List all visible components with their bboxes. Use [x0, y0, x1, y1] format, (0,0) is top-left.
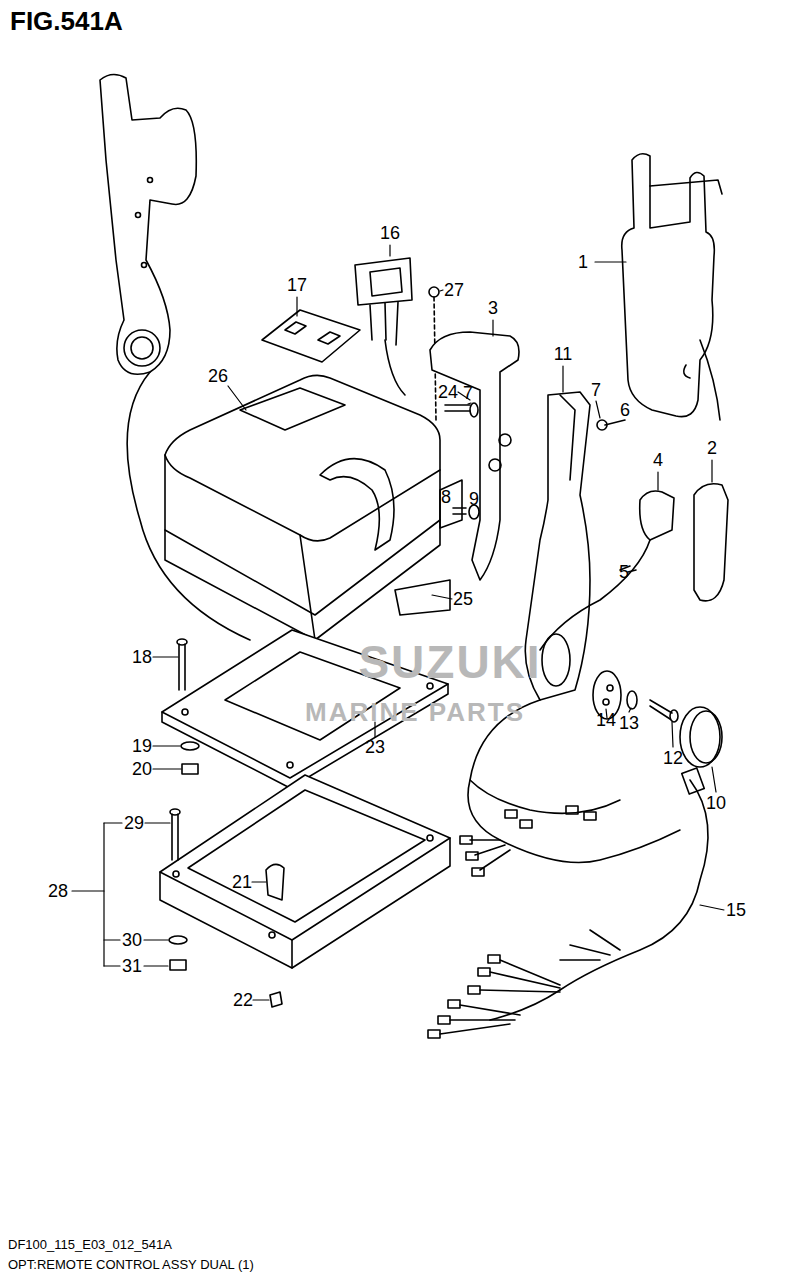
small-parts	[593, 671, 722, 767]
callout-number: 15	[724, 900, 748, 920]
drawing-code: DF100_115_E03_012_541A	[8, 1238, 172, 1251]
control-unit	[622, 154, 722, 420]
callout-number: 8	[439, 487, 453, 507]
callout-number: 13	[617, 713, 641, 733]
callout-number: 6	[618, 400, 632, 420]
callout-number: 22	[231, 990, 255, 1010]
watermark: SUZUKI	[358, 639, 541, 685]
callout-number: 1	[576, 252, 590, 272]
switch-cover	[540, 484, 728, 650]
callout-number: 10	[704, 793, 728, 813]
bracket	[430, 332, 519, 580]
callout-number: 21	[230, 872, 254, 892]
caption: OPT:REMOTE CONTROL ASSY DUAL (1)	[8, 1258, 254, 1271]
callout-number: 14	[594, 710, 618, 730]
callout-number: 12	[661, 748, 685, 768]
callout-number: 20	[130, 759, 154, 779]
callout-number: 26	[206, 366, 230, 386]
callout-number: 18	[130, 647, 154, 667]
callout-number: 9	[467, 489, 481, 509]
callout-number: 11	[552, 344, 575, 364]
callout-number: 7	[589, 380, 603, 400]
callout-number: 28	[46, 881, 70, 901]
leader-lines	[72, 245, 724, 1000]
callout-number: 30	[120, 930, 144, 950]
housing	[165, 375, 450, 640]
callout-number: 5	[617, 562, 631, 582]
bolts	[169, 639, 199, 970]
callout-number: 3	[486, 298, 500, 318]
wire-harness	[428, 700, 708, 1038]
callout-number: 23	[363, 737, 387, 757]
callout-number: 19	[130, 736, 154, 756]
callout-number: 7	[461, 383, 475, 403]
callout-number: 27	[442, 280, 466, 300]
callout-number: 31	[120, 956, 144, 976]
switch	[262, 258, 412, 395]
callout-number: 16	[378, 223, 402, 243]
fasteners	[440, 403, 479, 528]
callout-number: 29	[122, 813, 146, 833]
callout-number: 24	[436, 382, 460, 402]
callout-number: 25	[451, 589, 475, 609]
watermark: MARINE PARTS	[305, 699, 525, 725]
figure-title: FIG.541A	[10, 8, 123, 34]
callout-number: 4	[651, 450, 665, 470]
base	[160, 775, 450, 1007]
callout-number: 2	[705, 438, 719, 458]
callout-number: 17	[285, 275, 309, 295]
